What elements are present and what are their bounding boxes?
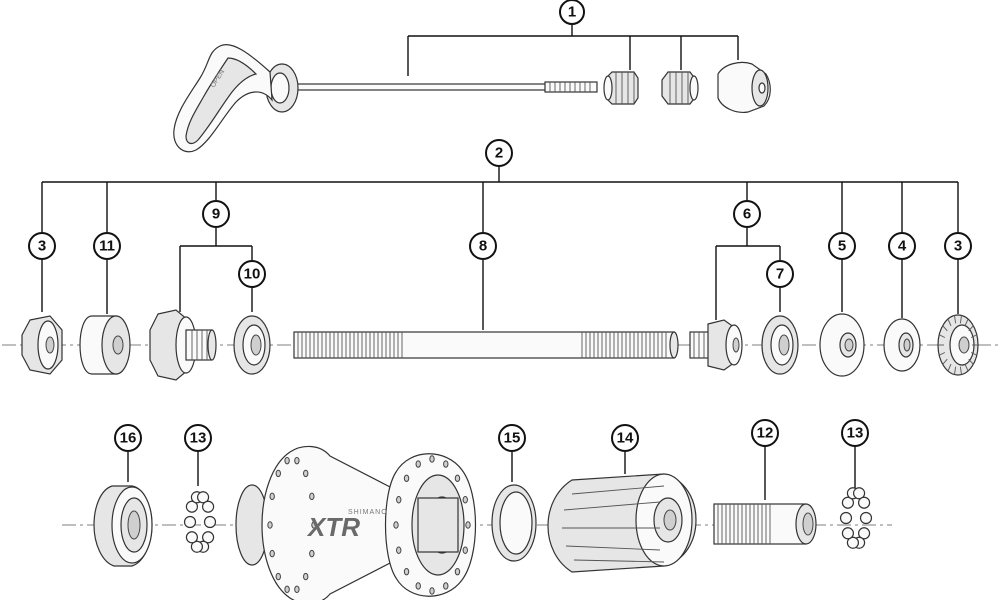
svg-text:4: 4: [898, 238, 907, 255]
callout-8: 8: [469, 232, 497, 260]
callout-1: 1: [559, 0, 585, 25]
callout-14: 14: [611, 424, 639, 452]
freehub-washer: [491, 484, 537, 562]
svg-text:11: 11: [99, 238, 115, 255]
spring-right: [661, 71, 699, 105]
callout-16: 16: [114, 424, 142, 452]
svg-text:6: 6: [743, 206, 751, 223]
quick-release-skewer: OPEN: [173, 44, 771, 153]
axle-sleeve: [713, 503, 817, 545]
callout-13-right: 13: [841, 419, 869, 447]
svg-text:12: 12: [757, 425, 774, 442]
hub-brand-label: XTR: [306, 512, 360, 542]
svg-text:10: 10: [244, 266, 261, 283]
callout-15: 15: [498, 424, 526, 452]
svg-text:1: 1: [568, 4, 576, 21]
hub-axle: [293, 331, 679, 359]
callout-4: 4: [888, 232, 916, 260]
hub-brand-small-label: SHIMANO: [348, 509, 388, 516]
hub-shell: XTR SHIMANO: [235, 445, 477, 600]
svg-text:8: 8: [479, 238, 487, 255]
callout-badges: 1 2 3 11 9 10 8 6 7 5 4 3 16 13 15 14 12…: [28, 0, 972, 452]
leader-lines: [41, 24, 959, 500]
washer-4: [883, 318, 921, 372]
spacer-11: [79, 315, 131, 375]
svg-text:7: 7: [776, 266, 784, 283]
callout-3-right: 3: [944, 232, 972, 260]
lock-ring: [93, 485, 153, 567]
seal-left: [233, 315, 271, 375]
svg-text:2: 2: [495, 145, 503, 162]
svg-text:13: 13: [847, 425, 864, 442]
axle-assembly: [21, 309, 979, 381]
svg-text:9: 9: [212, 206, 220, 223]
svg-text:16: 16: [120, 430, 137, 447]
callout-5: 5: [828, 232, 856, 260]
cone-right: [689, 319, 743, 371]
callout-7: 7: [766, 260, 794, 288]
seal-right: [761, 315, 799, 375]
svg-text:14: 14: [617, 430, 634, 447]
callout-6: 6: [733, 200, 761, 228]
callout-11: 11: [93, 232, 121, 260]
hub-body-row: XTR SHIMANO: [93, 445, 873, 600]
svg-text:5: 5: [838, 238, 846, 255]
cone-left: [149, 309, 217, 381]
spring-left: [603, 71, 639, 105]
ball-bearings-left: [183, 491, 217, 553]
lock-nut-left: [21, 315, 63, 375]
callout-12: 12: [751, 419, 779, 447]
callout-2: 2: [485, 139, 513, 167]
spacer-5: [819, 313, 865, 377]
svg-text:3: 3: [38, 238, 46, 255]
svg-text:15: 15: [504, 430, 521, 447]
svg-text:13: 13: [190, 430, 207, 447]
callout-13-left: 13: [184, 424, 212, 452]
callout-3-left: 3: [28, 232, 56, 260]
svg-text:3: 3: [954, 238, 962, 255]
lock-nut-right: [937, 314, 979, 376]
callout-10: 10: [238, 260, 266, 288]
callout-9: 9: [202, 200, 230, 228]
adjusting-nut: [717, 61, 771, 113]
ball-bearings-right: [839, 487, 873, 549]
freehub-body: [547, 473, 697, 573]
